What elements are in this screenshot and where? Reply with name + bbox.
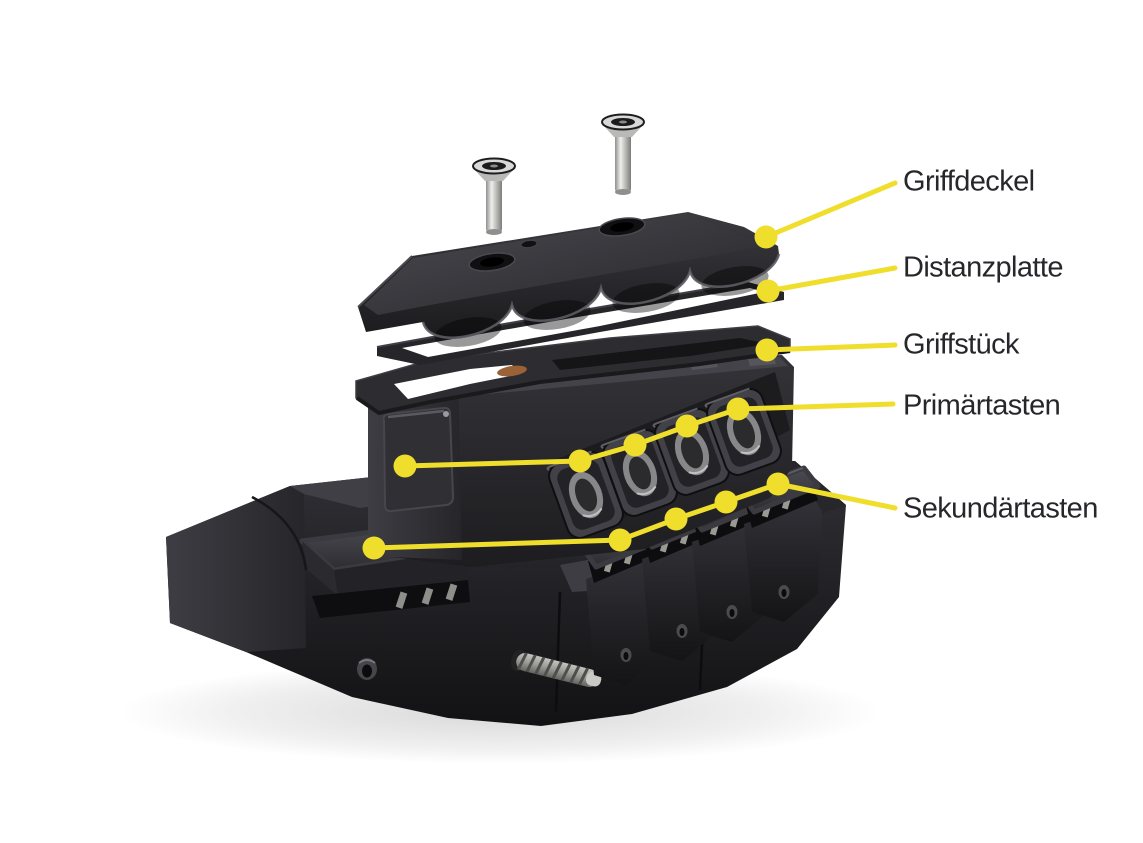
callout-label-sekundaertasten: Sekundärtasten [903, 492, 1098, 525]
leader-distanzplatte [765, 265, 898, 294]
callout-label-distanzplatte: Distanzplatte [903, 251, 1063, 284]
copper-detail [497, 365, 527, 377]
leader-griffdeckel [763, 180, 898, 240]
callout-dots [362, 225, 790, 560]
leader-griffstueck [764, 342, 898, 353]
callout-label-griffstueck: Griffstück [903, 328, 1020, 361]
finger-grooves [421, 253, 781, 347]
callout-lines [371, 180, 898, 551]
leader-primaertasten [402, 401, 896, 469]
front-hole [357, 658, 377, 680]
screw-right [601, 113, 645, 195]
callout-label-primaertasten: Primärtasten [903, 389, 1061, 422]
cover-screw-holes [468, 217, 646, 272]
grip-cover [357, 212, 781, 347]
callout-label-griffdeckel: Griffdeckel [903, 165, 1035, 198]
leader-sekundaertasten [371, 481, 898, 551]
screw-left [472, 157, 516, 235]
side-button [382, 406, 455, 513]
grip-frame [355, 325, 791, 416]
